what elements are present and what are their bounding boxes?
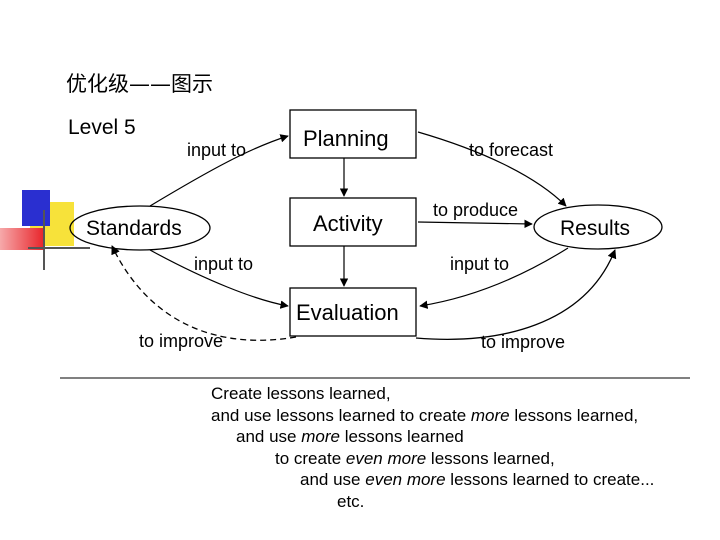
standards-to-planning-label: input to <box>187 140 247 160</box>
note-line-3: and use more lessons learned <box>236 427 464 447</box>
note-line-2-em: more <box>470 406 510 425</box>
deco-blue-square <box>22 190 50 226</box>
standards-to-planning-arrow <box>149 134 289 207</box>
note-line-3-a: and use <box>236 427 302 446</box>
deco-red-square <box>0 228 44 250</box>
level-label: Level 5 <box>68 116 136 139</box>
activity-box <box>289 197 417 247</box>
results-node <box>533 204 663 250</box>
evaluation-box <box>289 287 417 337</box>
standards-to-evaluation-label: input to <box>194 254 254 274</box>
note-line-2: and use lessons learned to create more l… <box>211 406 638 426</box>
note-line-2-b: lessons learned, <box>509 406 639 425</box>
planning-to-results-label: to forecast <box>469 140 554 160</box>
note-line-5-b: lessons learned to create... <box>445 470 655 489</box>
planning-to-results-arrow <box>417 131 567 207</box>
decorative-squares <box>0 190 90 280</box>
activity-to-results-label: to produce <box>433 200 519 220</box>
note-line-6-text: etc. <box>337 492 365 511</box>
results-to-evaluation-label: input to <box>450 254 510 274</box>
note-line-5: and use even more lessons learned to cre… <box>300 470 654 490</box>
evaluation-to-standards-arrow <box>111 245 297 341</box>
note-line-1-text: Create lessons learned, <box>211 384 391 403</box>
results-to-evaluation-arrow <box>419 247 569 309</box>
activity-to-results-arrow <box>417 219 533 229</box>
planning-label: Planning <box>303 126 389 151</box>
note-line-3-b: lessons learned <box>339 427 464 446</box>
note-line-5-a: and use <box>300 470 366 489</box>
standards-node <box>69 205 211 251</box>
note-line-4-a: to create <box>275 449 346 468</box>
note-line-2-a: and use lessons learned to create <box>211 406 471 425</box>
evaluation-to-results-label: to improve <box>481 332 566 352</box>
deco-vertical-line <box>43 210 45 270</box>
note-line-5-em: even more <box>365 470 446 489</box>
results-label: Results <box>560 217 631 240</box>
slide-title: 优化级——图示 <box>66 72 213 96</box>
standards-to-evaluation-arrow <box>149 249 289 309</box>
evaluation-label: Evaluation <box>296 300 399 325</box>
note-line-4-em: even more <box>345 449 427 468</box>
note-line-6: etc. <box>337 492 364 512</box>
note-line-1: Create lessons learned, <box>211 384 391 404</box>
standards-label: Standards <box>86 217 182 240</box>
deco-horizontal-line <box>28 247 90 249</box>
note-line-4: to create even more lessons learned, <box>275 449 555 469</box>
note-line-3-em: more <box>301 427 340 446</box>
evaluation-to-standards-label: to improve <box>139 331 224 351</box>
activity-label: Activity <box>313 211 383 236</box>
evaluation-to-results-arrow <box>415 249 617 340</box>
planning-box <box>289 109 417 159</box>
note-line-4-b: lessons learned, <box>426 449 555 468</box>
